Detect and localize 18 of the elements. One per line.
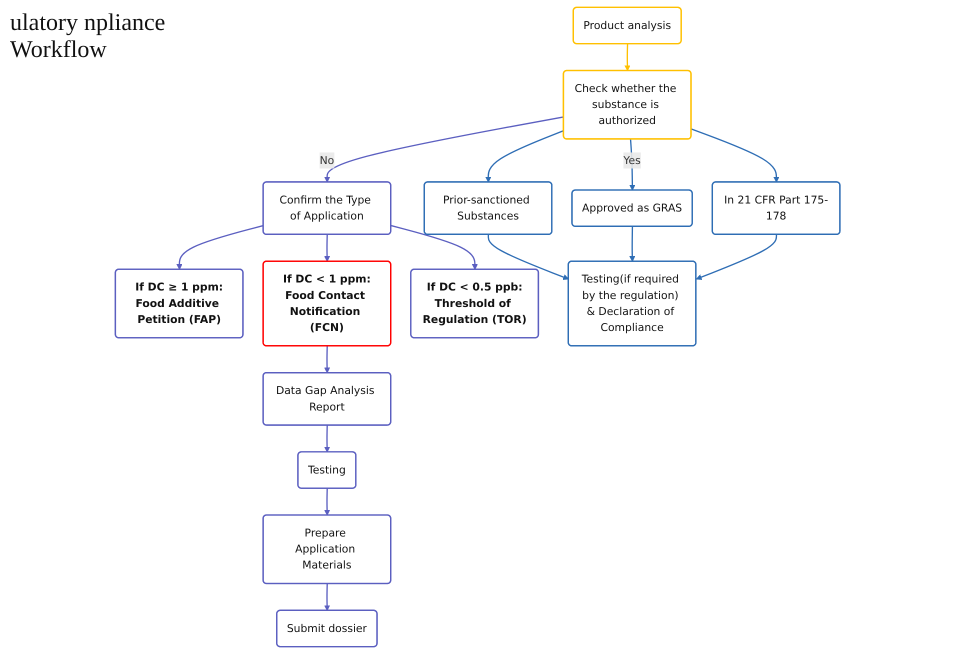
arrow [324,234,330,262]
arrow [486,130,564,183]
arrow [624,44,631,72]
arrow [324,425,330,452]
arrow [488,234,570,280]
arrow [691,128,780,183]
arrow [630,226,636,262]
arrow [630,139,636,191]
arrow [324,488,330,516]
arrow [696,234,778,280]
edge-label: No [320,154,335,167]
arrow [324,584,330,611]
diagram-title: ulatory npliance Workflow [10,10,166,64]
edge-label: Yes [624,154,642,167]
arrow [391,224,478,270]
arrow [324,346,330,374]
arrow [324,116,564,183]
arrow [176,224,264,270]
